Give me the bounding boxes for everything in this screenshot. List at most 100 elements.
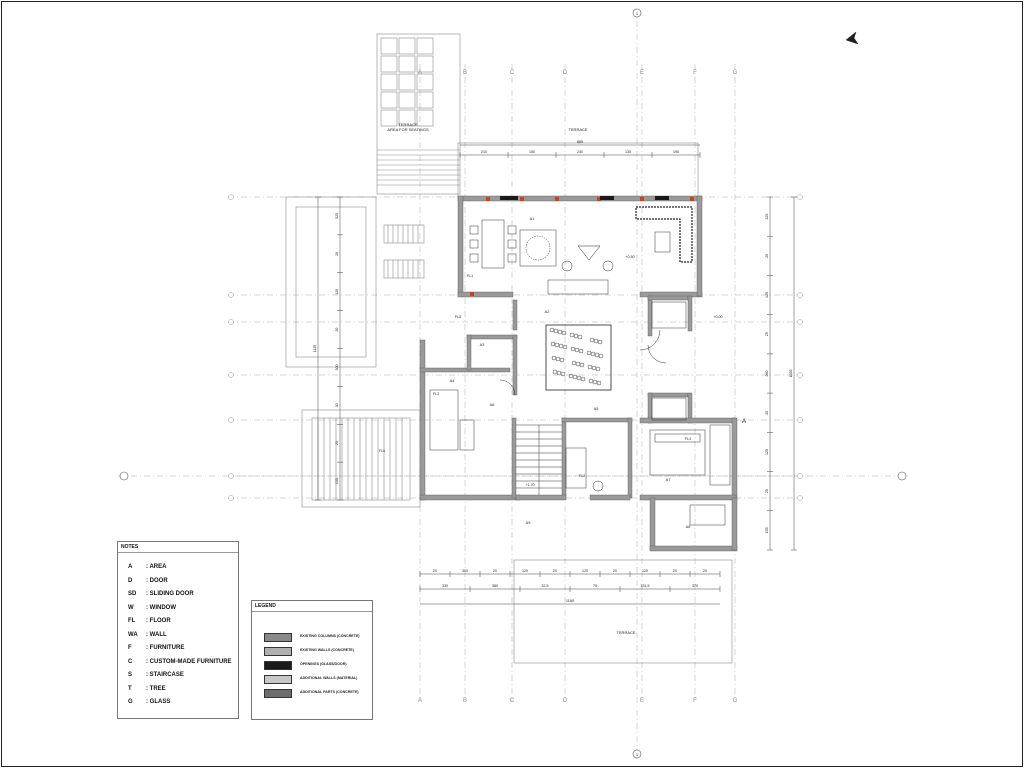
dim-right-value: 20 bbox=[765, 489, 769, 493]
note-item: SD: SLIDING DOOR bbox=[128, 591, 194, 597]
coffee-table-frame bbox=[519, 229, 557, 267]
left-terrace-outline bbox=[285, 196, 377, 368]
seating-pad bbox=[416, 109, 434, 127]
grid-row-marker-left bbox=[228, 495, 234, 501]
dim-top-value: 135 bbox=[625, 150, 631, 154]
dim-right-total-value: 1035 bbox=[789, 370, 793, 378]
dimension-lines bbox=[315, 144, 797, 605]
north-arrow-icon bbox=[845, 31, 859, 45]
dim-right-value: 120 bbox=[765, 449, 769, 455]
note-label: : STAIRCASE bbox=[146, 672, 184, 678]
dim-right-value: 120 bbox=[765, 292, 769, 298]
tree-foliage bbox=[560, 371, 566, 377]
label-floor: FL4 bbox=[685, 437, 691, 441]
seating-pad bbox=[398, 37, 416, 55]
tree-foliage bbox=[570, 346, 576, 352]
grid-label-bottom: B bbox=[463, 698, 467, 704]
grid-row-marker-right bbox=[797, 473, 803, 479]
seating-pad bbox=[380, 109, 398, 127]
grid-row-marker-right bbox=[797, 194, 803, 200]
note-code: A bbox=[128, 564, 133, 570]
dim-bottom-1-value: 120 bbox=[522, 569, 528, 573]
note-label: : FLOOR bbox=[146, 618, 171, 624]
section-marker-bottom-label: 1 bbox=[636, 752, 639, 757]
dim-right-value: 20 bbox=[765, 332, 769, 336]
wall-stair-top bbox=[561, 417, 633, 423]
note-code: C bbox=[128, 658, 133, 665]
wall-mid-horizontal bbox=[419, 367, 511, 373]
wall-core bbox=[512, 299, 518, 331]
legend-panel: LEGEND EXISTING COLUMNS (CONCRETE)EXISTI… bbox=[251, 600, 373, 720]
tree-foliage bbox=[578, 348, 584, 354]
wall-living-south-left bbox=[457, 291, 514, 298]
opening-marker bbox=[597, 197, 601, 201]
wall-bed-top bbox=[639, 417, 737, 424]
grid-row-marker-left bbox=[228, 319, 234, 325]
wall-stair-left bbox=[511, 417, 517, 499]
door-swing bbox=[647, 344, 667, 364]
bed-pillow bbox=[654, 433, 701, 443]
tree-foliage bbox=[568, 373, 574, 379]
wall-living-east bbox=[696, 195, 703, 297]
tree-foliage bbox=[554, 342, 560, 348]
tree-foliage bbox=[575, 361, 581, 367]
label-floor: FL5 bbox=[455, 315, 461, 319]
seating-pad bbox=[416, 37, 434, 55]
dim-bottom-2-value: 380 bbox=[492, 584, 498, 588]
tree-foliage bbox=[569, 332, 575, 338]
tree-foliage bbox=[579, 362, 585, 368]
label-room: A7 bbox=[666, 478, 671, 482]
grid-label-bottom: E bbox=[640, 698, 644, 704]
site-outlines bbox=[285, 33, 733, 664]
dim-left-value: 325 bbox=[335, 213, 339, 219]
walls bbox=[419, 195, 738, 552]
grid-row-marker-left bbox=[228, 417, 234, 423]
dim-bottom-2-value: 131.5 bbox=[641, 584, 650, 588]
opening-marker bbox=[486, 197, 490, 201]
opening-marker bbox=[555, 197, 559, 201]
seating-pad bbox=[416, 55, 434, 73]
notes-title: NOTES bbox=[121, 544, 139, 550]
window-glass bbox=[655, 196, 669, 200]
grid-row-marker-left bbox=[228, 292, 234, 298]
tree-foliage bbox=[590, 351, 596, 357]
tree-foliage bbox=[555, 356, 561, 362]
label-level: +0.50 bbox=[625, 255, 634, 259]
tree-foliage bbox=[552, 369, 558, 375]
door-swing bbox=[499, 379, 516, 396]
dim-bottom-1-value: 20 bbox=[553, 569, 557, 573]
wall-bed-bottom bbox=[639, 494, 737, 501]
tree-foliage bbox=[596, 380, 602, 386]
note-label: : TREE bbox=[146, 685, 166, 692]
wall-a3-top bbox=[466, 334, 518, 340]
wall-a8-left bbox=[649, 497, 656, 551]
note-label: : GLASS bbox=[146, 699, 171, 705]
wall-south-right bbox=[589, 494, 631, 501]
opening-marker bbox=[640, 197, 644, 201]
kitchen-island bbox=[654, 231, 671, 253]
note-code: D bbox=[128, 577, 133, 584]
seating-pad bbox=[416, 91, 434, 109]
note-label: : CUSTOM-MADE FURNITURE bbox=[146, 658, 232, 665]
opening-marker bbox=[690, 197, 694, 201]
wall-a3-left bbox=[466, 334, 472, 371]
tree-foliage bbox=[595, 366, 601, 372]
kitchen-counter bbox=[635, 206, 693, 263]
note-code: SD bbox=[128, 591, 137, 597]
grid-label-bottom: A bbox=[418, 698, 422, 704]
grid-row-marker-left bbox=[228, 473, 234, 479]
grid-label-top: B bbox=[463, 70, 467, 76]
note-item: WA: WALL bbox=[128, 632, 167, 638]
wall-a6-right bbox=[687, 295, 693, 332]
galley-island bbox=[459, 419, 475, 451]
tree-foliage bbox=[589, 337, 595, 343]
grid-label-top: A bbox=[418, 70, 422, 76]
dim-left-value: 20 bbox=[335, 328, 339, 332]
grid-label-top: G bbox=[733, 70, 738, 76]
note-code: G bbox=[128, 699, 133, 705]
dim-right-value: 260 bbox=[765, 371, 769, 377]
tree-foliage bbox=[597, 339, 603, 345]
